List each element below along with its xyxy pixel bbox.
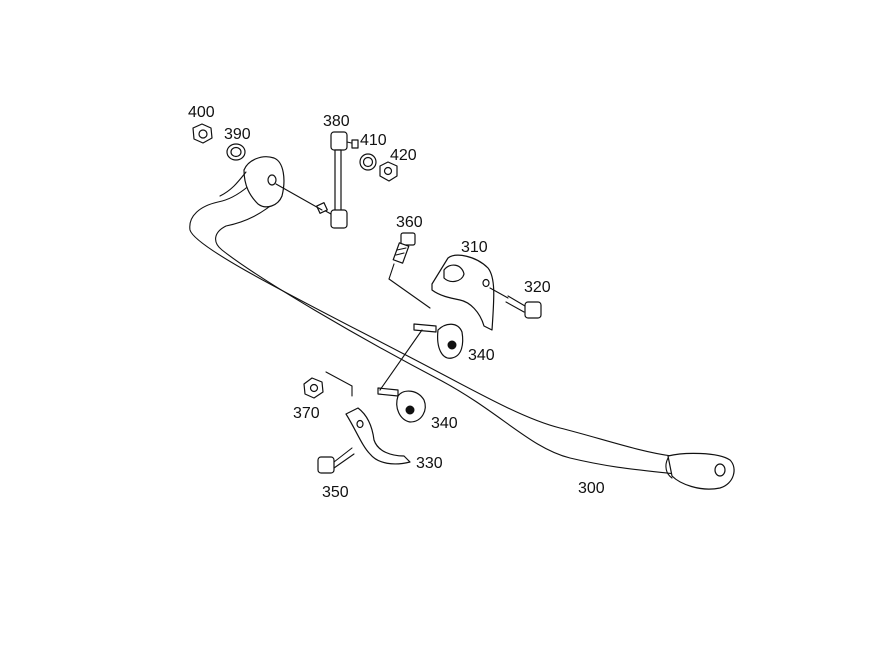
stabilizer-bar[interactable] bbox=[189, 156, 735, 490]
callout-310: 310 bbox=[461, 239, 488, 256]
leader-bushing bbox=[379, 329, 423, 391]
callout-320: 320 bbox=[524, 279, 551, 296]
clamp-330[interactable] bbox=[345, 407, 411, 465]
leader-link bbox=[275, 183, 323, 211]
callout-340-upper: 340 bbox=[468, 347, 495, 364]
callout-340-lower: 340 bbox=[431, 415, 458, 432]
callout-400: 400 bbox=[188, 104, 215, 121]
nut-370[interactable] bbox=[303, 377, 324, 399]
callout-370: 370 bbox=[293, 405, 320, 422]
callout-410: 410 bbox=[360, 132, 387, 149]
nut-420[interactable] bbox=[379, 161, 398, 182]
washer-390[interactable] bbox=[226, 143, 246, 161]
bolt-350[interactable] bbox=[317, 447, 355, 474]
bolt-320[interactable] bbox=[489, 287, 542, 319]
leader-370 bbox=[325, 371, 353, 387]
leader-360 bbox=[388, 263, 395, 280]
callout-420: 420 bbox=[390, 147, 417, 164]
callout-330: 330 bbox=[416, 455, 443, 472]
nut-400[interactable] bbox=[192, 123, 213, 144]
callout-300: 300 bbox=[578, 480, 605, 497]
washer-410[interactable] bbox=[359, 153, 377, 171]
callout-390: 390 bbox=[224, 126, 251, 143]
bracket-310[interactable] bbox=[431, 254, 495, 331]
stabilizer-link[interactable] bbox=[316, 131, 359, 229]
bolt-360[interactable] bbox=[392, 232, 416, 264]
bushing-340-lower[interactable] bbox=[377, 387, 426, 423]
callout-380: 380 bbox=[323, 113, 350, 130]
leader-360b bbox=[388, 278, 431, 309]
callout-360: 360 bbox=[396, 214, 423, 231]
callout-350: 350 bbox=[322, 484, 349, 501]
bushing-340-upper[interactable] bbox=[413, 323, 464, 359]
